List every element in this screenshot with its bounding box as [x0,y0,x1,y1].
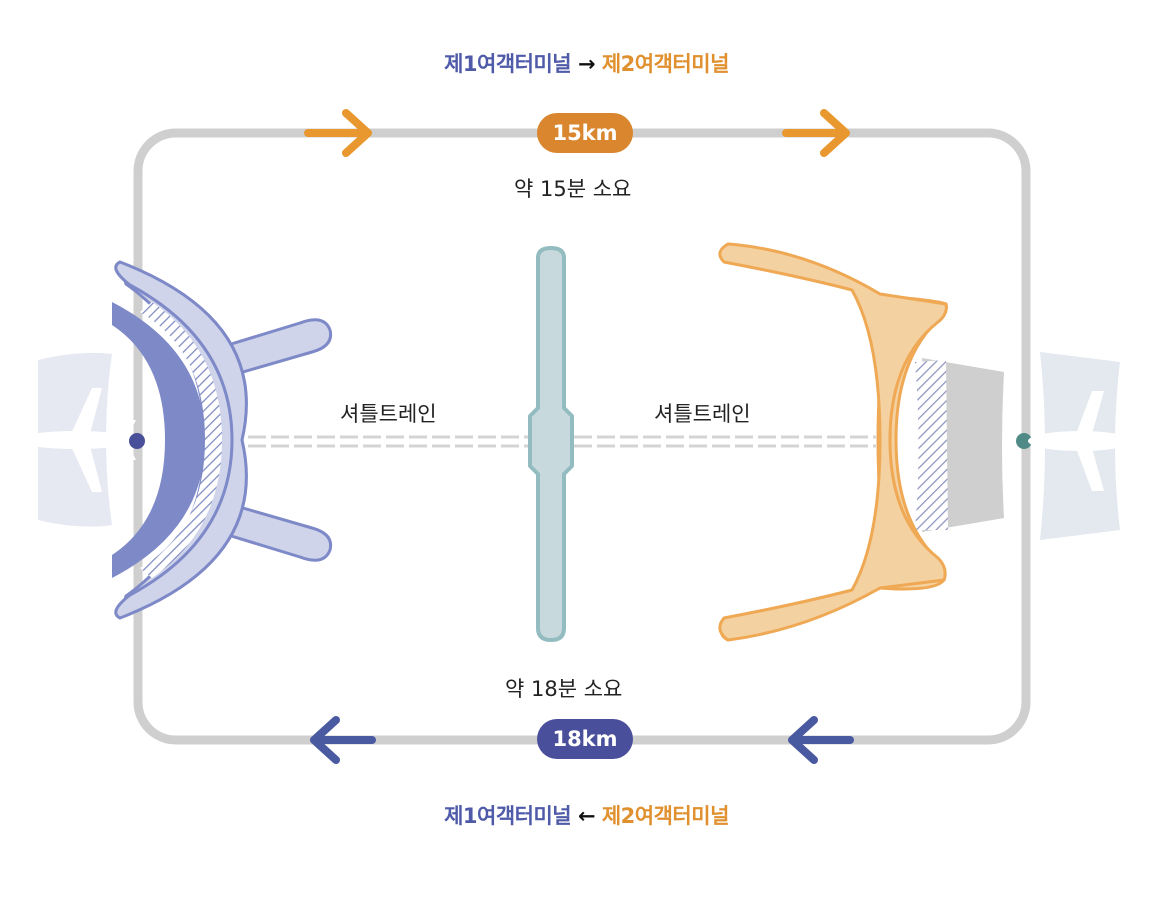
terminal1-apron [18,352,136,527]
shuttle-train-label-left: 셔틀트레인 [340,402,437,426]
terminal1-station-dot [129,433,145,449]
bottom-route-heading: 제1여객터미널 ← 제2여객터미널 [0,800,1173,830]
duration-label-bottom: 약 18분 소요 [505,677,623,701]
from-terminal1-label: 제1여객터미널 [444,52,572,76]
from-terminal2-label: 제2여객터미널 [601,804,730,828]
distance-badge-top: 15km [537,113,633,153]
direction-arrow: ← [577,804,596,828]
terminal2-apron [1028,352,1132,540]
terminal2-station-dot [1016,433,1032,449]
arrow-right-icon [304,109,372,157]
direction-arrow: → [577,52,596,76]
arrow-left-icon [310,716,376,764]
distance-badge-bottom: 18km [537,719,633,759]
terminal2-building [718,242,1032,642]
airplane-icon [1028,391,1132,491]
to-terminal1-label: 제1여객터미널 [444,804,572,828]
shuttle-track [248,435,876,448]
terminal1-building [112,260,333,620]
duration-label-top: 약 15분 소요 [514,177,632,201]
top-route-heading: 제1여객터미널 → 제2여객터미널 [0,48,1173,78]
to-terminal2-label: 제2여객터미널 [601,52,730,76]
concourse-building [528,246,574,642]
airplane-icon [18,388,136,492]
arrow-left-icon [788,716,854,764]
shuttle-train-label-right: 셔틀트레인 [654,402,751,426]
arrow-right-icon [782,109,850,157]
